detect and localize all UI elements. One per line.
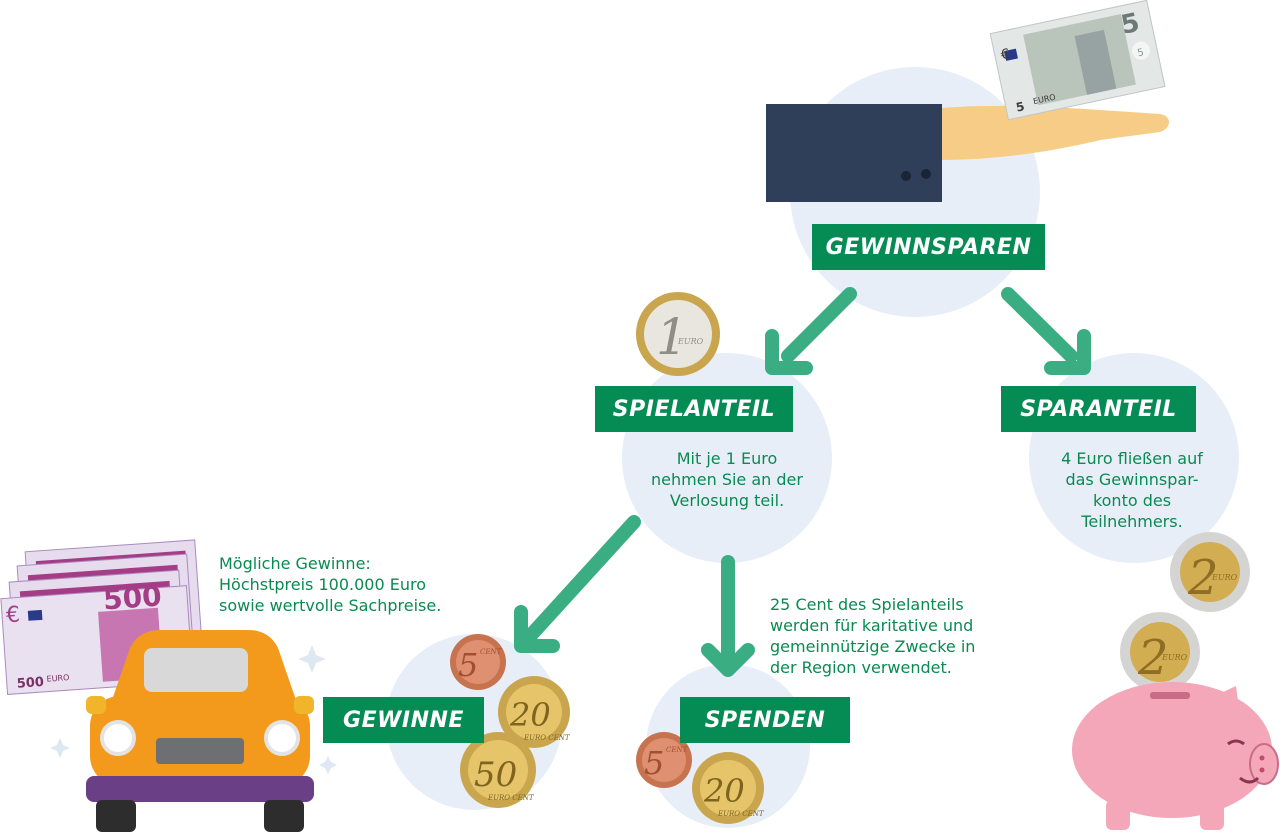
arrow-to-spielanteil [765,287,857,375]
coin-5-cent-spenden: 5 CENT [636,732,692,788]
sparanteil-label: SPARANTEIL [1001,386,1196,432]
sleeve-button [921,169,931,179]
coin-20-unit: EURO CENT [523,734,571,742]
coin-20-value: 20 [703,772,745,810]
spielanteil-text-line: nehmen Sie an der [651,470,803,489]
banknote-5-value: 5 [1118,8,1142,41]
sleeve-button [901,171,911,181]
hand-with-banknote: € 5 5 5 EURO [766,0,1169,202]
piggy-bank [1072,682,1279,830]
coin-5-unit: CENT [480,648,503,656]
arrow-to-sparanteil [1001,287,1091,375]
banknote-500-small-value: 500 [16,675,44,692]
coin-2-euro-top: 2 EURO [1170,532,1250,612]
coin-50-unit: EURO CENT [487,794,535,802]
banknote-5: € 5 5 5 EURO [989,0,1166,121]
spielanteil-text-line: Verlosung teil. [669,491,785,510]
gewinne-description: Mögliche Gewinne: Höchstpreis 100.000 Eu… [219,553,509,616]
banknote-500-series: EURO [46,673,69,684]
sparanteil-text-line: konto des [1092,491,1172,510]
coin-2-value: 2 [1137,630,1169,686]
coin-20-unit: EURO CENT [717,810,765,818]
spielanteil-text-line: Mit je 1 Euro [676,449,778,468]
coin-50-value: 50 [474,755,517,795]
spenden-text-line: 25 Cent des Spielanteils [770,595,964,614]
coin-20-cent-gewinne: 20 EURO CENT [498,676,571,748]
spielanteil-label: SPIELANTEIL [595,386,793,432]
gewinne-text-line: sowie wertvolle Sachpreise. [219,596,442,615]
banknote-500-value: 500 [102,580,163,617]
coin-20-value: 20 [509,696,551,734]
coin-2-unit: EURO [1161,653,1188,662]
coin-50-cent-gewinne: 50 EURO CENT [460,732,536,808]
spenden-text-line: gemeinnützige Zwecke in [770,637,976,656]
gewinne-text-line: Mögliche Gewinne: [219,554,371,573]
gewinne-label: GEWINNE [323,697,484,743]
spenden-text-line: werden für karitative und [770,616,974,635]
sparanteil-text-line: Teilnehmers. [1081,512,1183,531]
banknote-5-currency: € [999,46,1011,64]
sleeve [766,104,942,202]
coin-1-value: 1 [656,308,688,366]
arrow-to-gewinne [514,515,641,653]
coin-5-cent-gewinne: 5 CENT [450,634,506,690]
banknote-5-value-corner: 5 [1015,99,1026,114]
sparanteil-description: 4 Euro fließen auf das Gewinnspar- konto… [1032,448,1232,532]
coin-5-value: 5 [644,744,664,782]
spenden-description: 25 Cent des Spielanteils werden für kari… [770,594,1010,678]
coin-20-cent-spenden: 20 EURO CENT [692,752,765,824]
coin-1-euro: 1 EURO [636,292,720,376]
coin-1-unit: EURO [677,337,704,346]
coin-5-unit: CENT [666,746,689,754]
spenden-label: SPENDEN [680,697,850,743]
gewinne-text-line: Höchstpreis 100.000 Euro [219,575,426,594]
coin-slot [1150,692,1190,699]
banknote-500-currency: € [5,602,21,628]
coin-2-value: 2 [1187,550,1219,606]
spenden-text-line: der Region verwendet. [770,658,952,677]
sparanteil-text-line: 4 Euro fließen auf [1061,449,1203,468]
gewinnsparen-label: GEWINNSPAREN [812,224,1045,270]
spielanteil-description: Mit je 1 Euro nehmen Sie an der Verlosun… [627,448,827,511]
arrow-to-spenden [701,555,755,677]
coin-2-euro-bottom: 2 EURO [1120,612,1200,692]
sparanteil-text-line: das Gewinnspar- [1065,470,1199,489]
car [50,630,337,832]
coin-2-unit: EURO [1211,573,1238,582]
car-windshield [144,648,248,692]
coin-5-value: 5 [458,646,478,684]
banknote-5-small-value: 5 [1136,47,1145,59]
